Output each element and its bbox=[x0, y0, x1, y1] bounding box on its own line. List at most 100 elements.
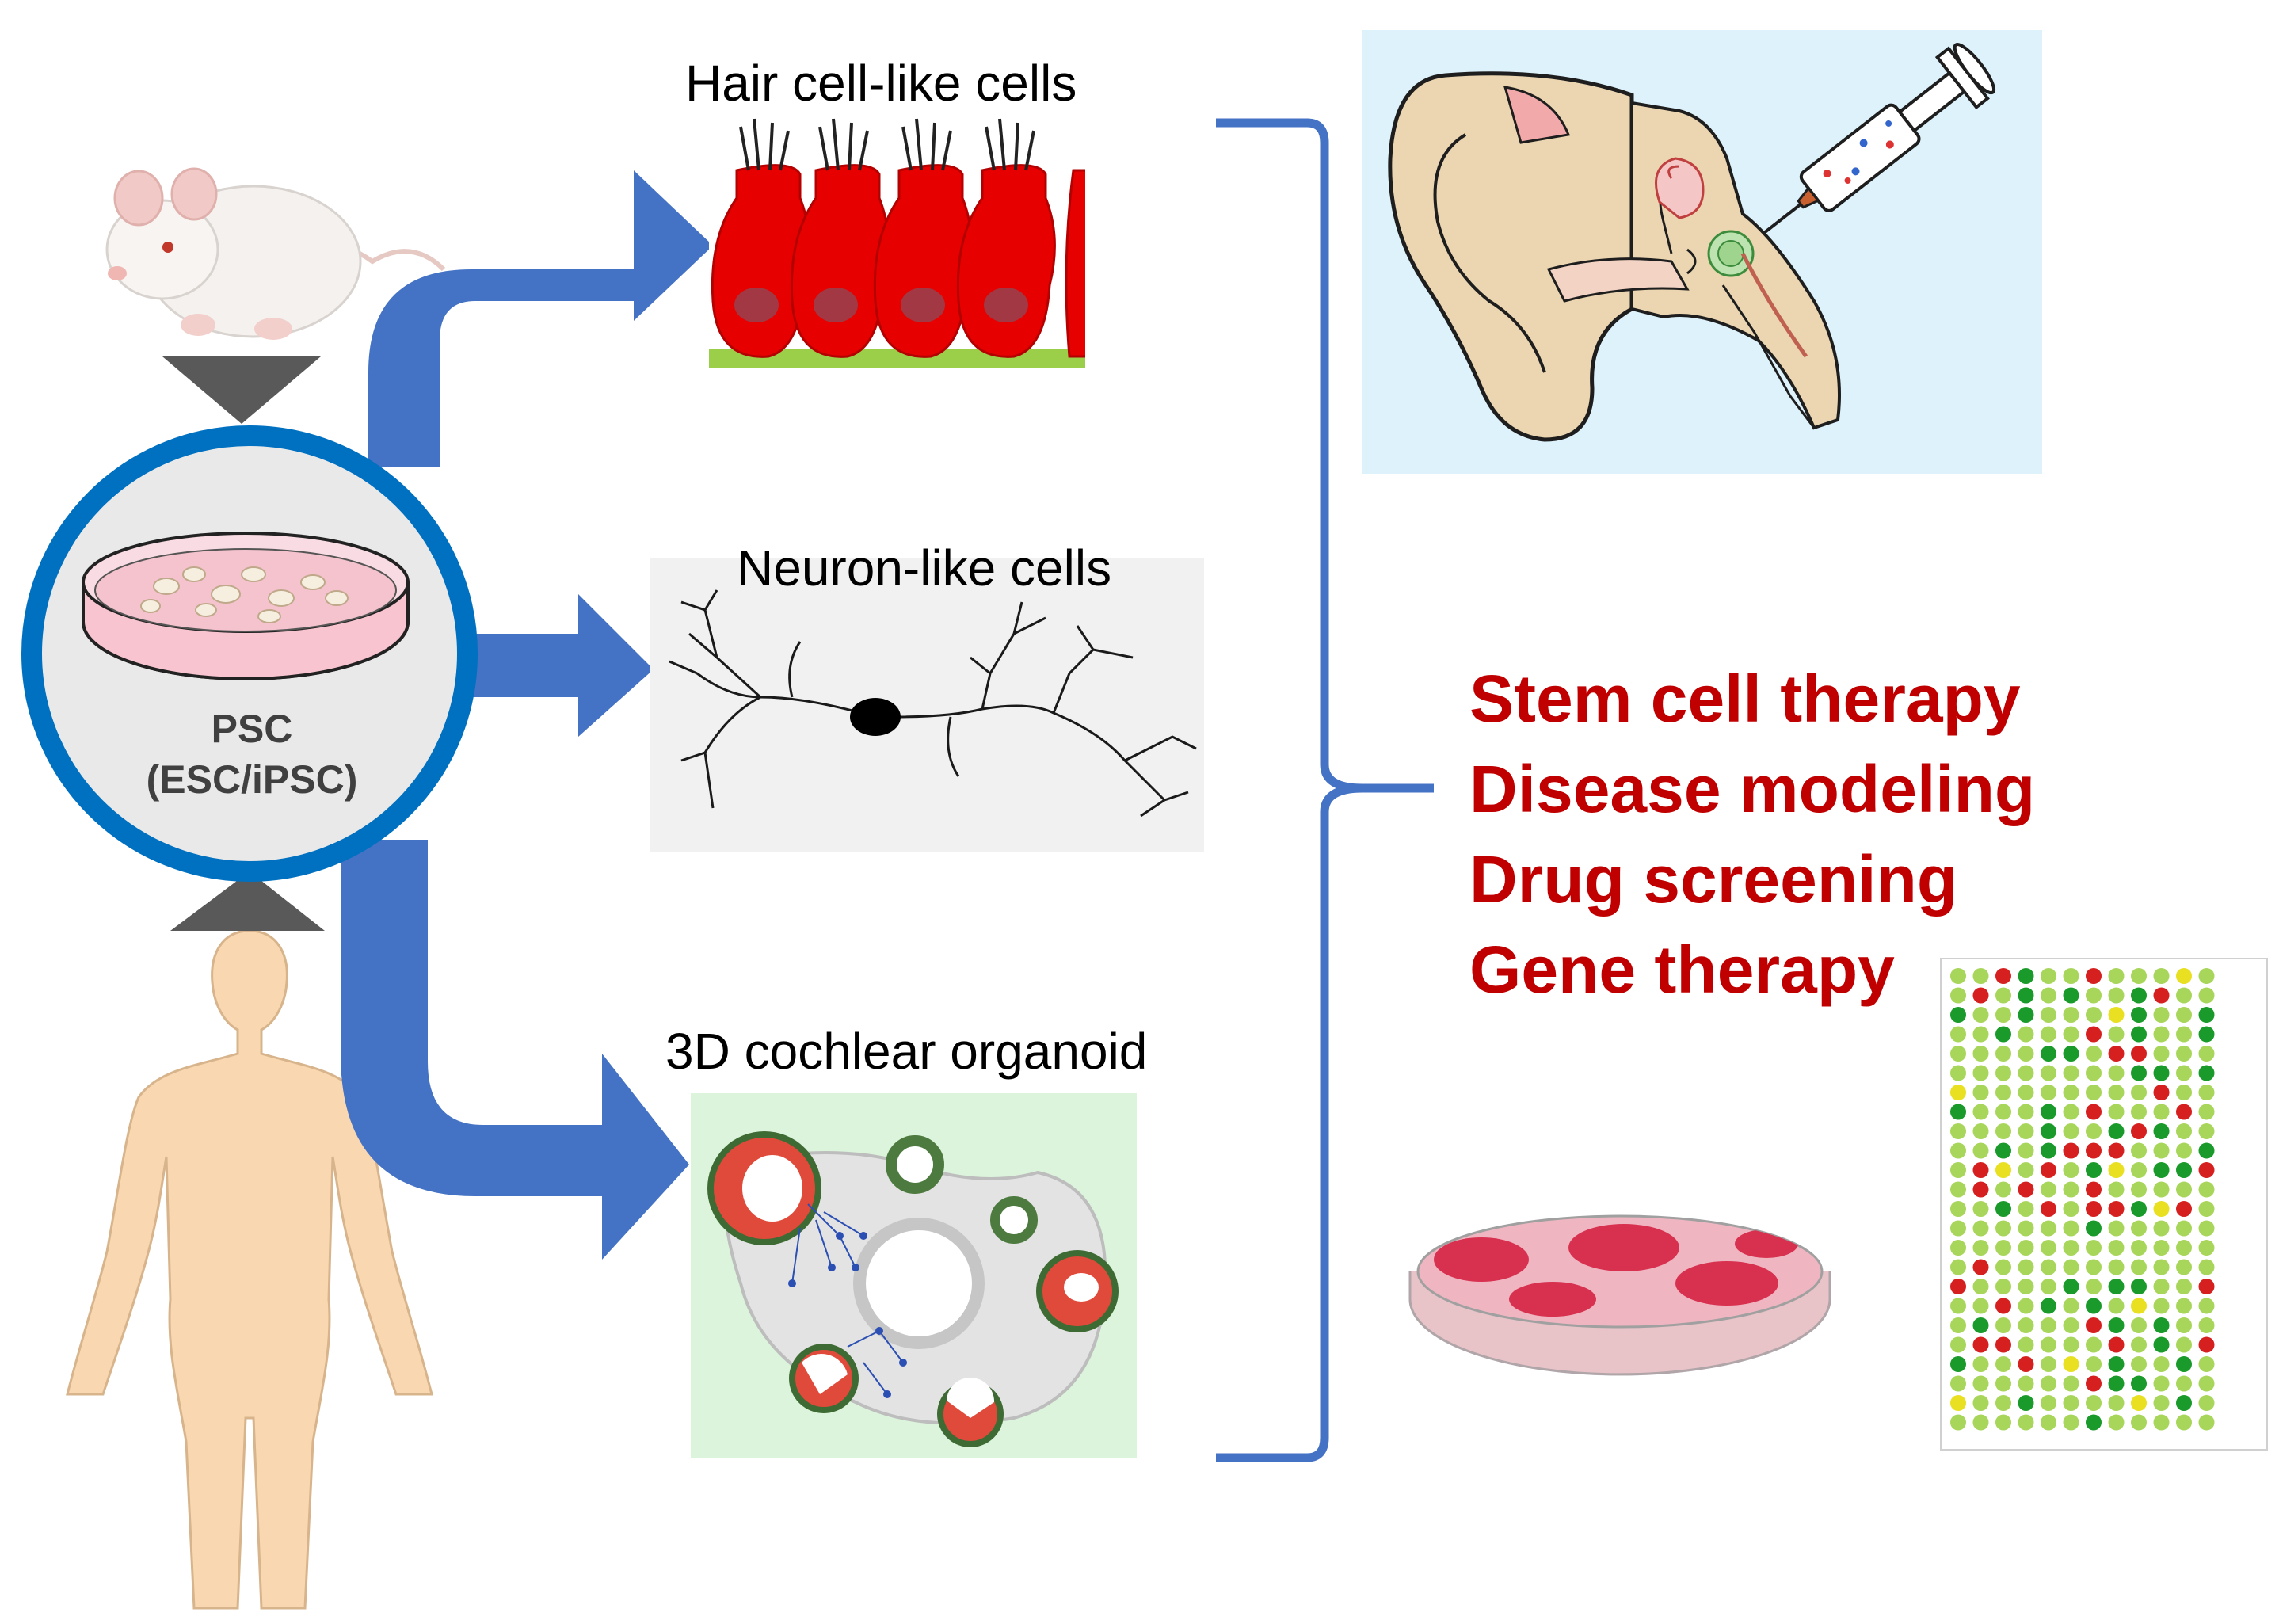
plate-well bbox=[2018, 1279, 2034, 1294]
organoid-label: 3D cochlear organoid bbox=[665, 1023, 1148, 1080]
plate-well bbox=[2041, 1065, 2056, 1081]
psc-subtitle: (ESC/iPSC) bbox=[146, 757, 358, 802]
application-gene-therapy: Gene therapy bbox=[1469, 932, 1895, 1007]
plate-well bbox=[1950, 1259, 1966, 1275]
plate-well bbox=[2153, 1142, 2170, 1159]
plate-well bbox=[2153, 1317, 2170, 1333]
plate-well bbox=[2041, 1259, 2056, 1275]
plate-well bbox=[2041, 1123, 2056, 1139]
plate-well bbox=[2018, 1375, 2034, 1392]
plate-well bbox=[2041, 1181, 2056, 1198]
plate-well bbox=[2176, 1046, 2192, 1062]
plate-well bbox=[2198, 1201, 2215, 1217]
plate-well bbox=[2131, 1356, 2147, 1372]
plate-well bbox=[1972, 1065, 1989, 1081]
plate-well bbox=[2041, 1395, 2056, 1411]
plate-well bbox=[2108, 1026, 2125, 1043]
application-drug-screening: Drug screening bbox=[1469, 842, 1958, 917]
plate-well bbox=[2176, 1123, 2192, 1139]
plate-well bbox=[2086, 1375, 2102, 1392]
plate-well bbox=[2041, 1356, 2056, 1372]
plate-well bbox=[2108, 1104, 2125, 1120]
plate-well bbox=[2041, 1298, 2056, 1314]
plate-well bbox=[2041, 1279, 2056, 1294]
plate-well bbox=[2198, 1259, 2215, 1275]
plate-well bbox=[1995, 1046, 2011, 1062]
plate-well bbox=[2131, 987, 2147, 1004]
plate-well bbox=[1995, 1201, 2011, 1217]
plate-well bbox=[2108, 1220, 2125, 1237]
plate-well bbox=[2063, 1085, 2079, 1100]
plate-well bbox=[2198, 1336, 2215, 1353]
plate-well bbox=[2131, 1104, 2147, 1120]
plate-well bbox=[2131, 1220, 2147, 1237]
plate-well bbox=[1950, 1395, 1966, 1411]
plate-well bbox=[2176, 1298, 2192, 1314]
plate-well bbox=[2153, 1414, 2170, 1431]
plate-well bbox=[2086, 1414, 2102, 1431]
plate-well bbox=[2086, 1046, 2102, 1062]
plate-well bbox=[2131, 1142, 2147, 1159]
plate-well bbox=[2108, 1414, 2125, 1431]
plate-well bbox=[2153, 1279, 2170, 1294]
plate-well bbox=[2153, 987, 2170, 1004]
plate-well bbox=[2086, 1085, 2102, 1100]
plate-well bbox=[2131, 1336, 2147, 1353]
plate-well bbox=[1972, 987, 1989, 1004]
plate-well bbox=[2153, 968, 2170, 984]
plate-well bbox=[1972, 1279, 1989, 1294]
plate-well bbox=[2063, 1220, 2079, 1237]
plate-well bbox=[1950, 968, 1966, 984]
plate-well bbox=[2198, 1142, 2215, 1159]
plate-well bbox=[2153, 1220, 2170, 1237]
plate-well bbox=[1995, 1085, 2011, 1100]
plate-well bbox=[2176, 1259, 2192, 1275]
plate-well bbox=[2108, 1298, 2125, 1314]
plate-well bbox=[2041, 1201, 2056, 1217]
plate-well bbox=[2041, 1046, 2056, 1062]
plate-well bbox=[2108, 1356, 2125, 1372]
plate-well bbox=[2086, 1317, 2102, 1333]
plate-well bbox=[2176, 1317, 2192, 1333]
plate-well bbox=[2063, 1026, 2079, 1043]
plate-well bbox=[2086, 1026, 2102, 1043]
plate-well bbox=[2176, 1395, 2192, 1411]
plate-well bbox=[2086, 1065, 2102, 1081]
psc-label: PSC (ESC/iPSC) bbox=[70, 703, 434, 805]
plate-well bbox=[1950, 1046, 1966, 1062]
plate-well bbox=[1995, 1142, 2011, 1159]
plate-well bbox=[2108, 1336, 2125, 1353]
plate-well bbox=[1995, 1317, 2011, 1333]
plate-well bbox=[2041, 968, 2056, 984]
plate-well bbox=[2041, 1085, 2056, 1100]
plate-well bbox=[1950, 1104, 1966, 1120]
plate-well bbox=[2018, 1201, 2034, 1217]
plate-well bbox=[1950, 1007, 1966, 1023]
ear-injection-icon bbox=[1362, 30, 2042, 474]
plate-well bbox=[1995, 1395, 2011, 1411]
plate-well bbox=[1972, 1356, 1989, 1372]
cochlear-organoid-image bbox=[691, 1093, 1137, 1458]
plate-well bbox=[2198, 1317, 2215, 1333]
plate-well bbox=[2108, 1201, 2125, 1217]
plate-well bbox=[1995, 1007, 2011, 1023]
plate-well bbox=[2108, 1259, 2125, 1275]
cell-culture-dish-icon bbox=[1408, 1214, 1831, 1376]
plate-well bbox=[1972, 1104, 1989, 1120]
plate-well bbox=[2131, 1317, 2147, 1333]
plate-well bbox=[2131, 1046, 2147, 1062]
application-stem-cell-therapy: Stem cell therapy bbox=[1469, 661, 2021, 736]
plate-well bbox=[2041, 987, 2056, 1004]
plate-well bbox=[2041, 1414, 2056, 1431]
plate-well bbox=[2131, 1181, 2147, 1198]
plate-well bbox=[2086, 1142, 2102, 1159]
plate-well bbox=[1995, 968, 2011, 984]
plate-well bbox=[2018, 1085, 2034, 1100]
plate-well bbox=[1995, 1414, 2011, 1431]
plate-well bbox=[2153, 1065, 2170, 1081]
stereocilia bbox=[739, 118, 1035, 171]
plate-well bbox=[2041, 1317, 2056, 1333]
plate-well bbox=[2018, 987, 2034, 1004]
plate-well bbox=[2018, 1240, 2034, 1256]
